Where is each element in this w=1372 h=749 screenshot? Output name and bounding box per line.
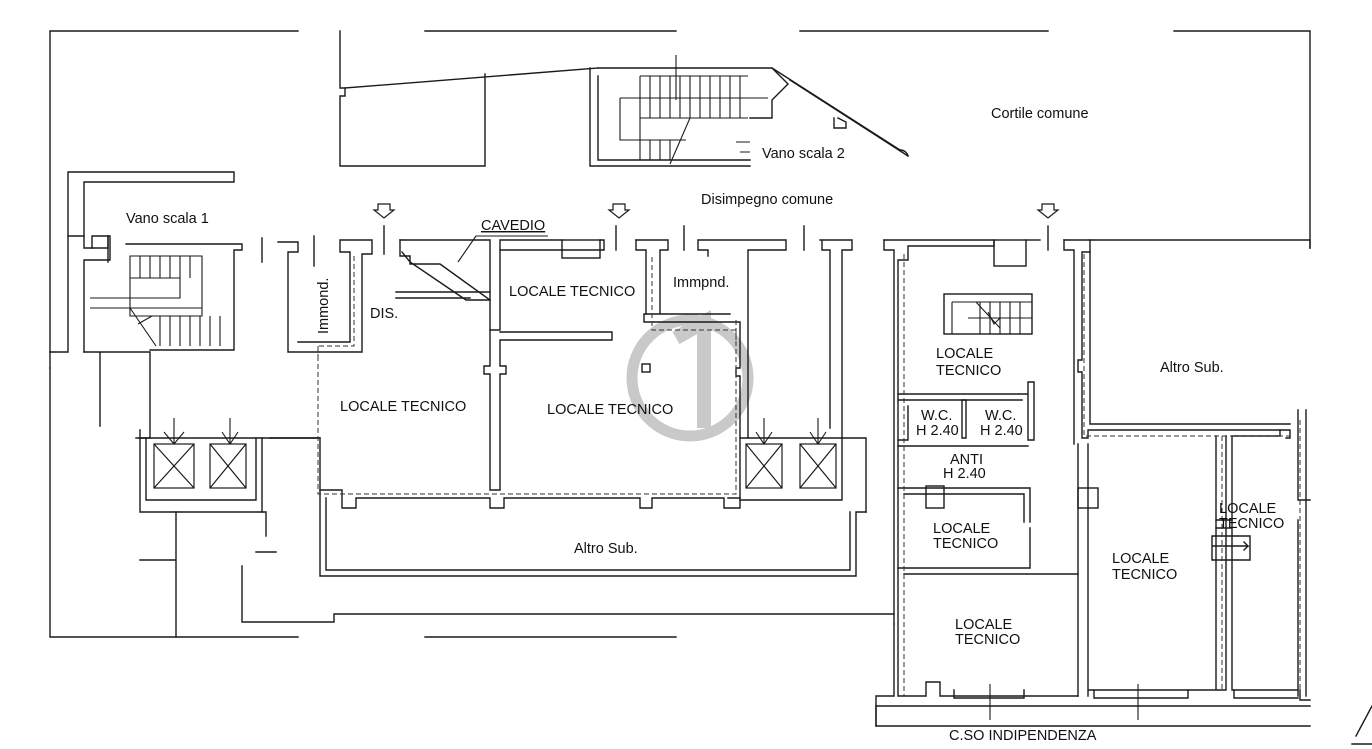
label-locale-tecnico-left: LOCALE TECNICO [340, 399, 466, 415]
stair-1 [49, 171, 243, 439]
label-vano-scala-1: Vano scala 1 [126, 211, 209, 227]
label-immond-2: Immpnd. [673, 275, 729, 291]
label-altro-sub-right: Altro Sub. [1160, 360, 1224, 376]
label-tecnico-3: TECNICO [1112, 567, 1177, 583]
central-block [107, 225, 867, 577]
label-locale-tecnico-cavedio: LOCALE TECNICO [509, 284, 635, 300]
stair-3 [943, 293, 1033, 335]
label-tecnico-4: TECNICO [1219, 516, 1284, 532]
label-tecnico-2: TECNICO [933, 536, 998, 552]
watermark-logo [626, 309, 754, 442]
fixture-square [641, 363, 651, 373]
entrance-arrows [372, 203, 1060, 251]
label-cortile-comune: Cortile comune [991, 106, 1089, 122]
central-dashed [317, 256, 737, 495]
lift-core-right [739, 418, 843, 501]
label-tecnico-5: TECNICO [955, 632, 1020, 648]
label-tecnico-1: TECNICO [936, 363, 1001, 379]
label-wc-1: W.C. [921, 408, 952, 424]
label-locale-1: LOCALE [936, 346, 994, 362]
label-anti: ANTI [950, 452, 983, 468]
corridor [875, 705, 1372, 745]
label-street: C.SO INDIPENDENZA [949, 728, 1097, 744]
right-block [875, 239, 1311, 727]
label-locale-2: LOCALE [933, 521, 991, 537]
lift-core-left [139, 418, 895, 638]
label-altro-sub-bottom: Altro Sub. [574, 541, 638, 557]
label-locale-tecnico-center: LOCALE TECNICO [547, 402, 673, 418]
cavedio-leader [457, 235, 548, 263]
label-locale-5: LOCALE [955, 617, 1013, 633]
outer-boundary [49, 30, 1311, 638]
right-dashed [903, 254, 1301, 696]
label-wc-1-height: H 2.40 [916, 423, 959, 439]
label-wc-2-height: H 2.40 [980, 423, 1023, 439]
label-vano-scala-2: Vano scala 2 [762, 146, 845, 162]
label-wc-2: W.C. [985, 408, 1016, 424]
label-locale-3: LOCALE [1112, 551, 1170, 567]
stair-2 [589, 55, 789, 167]
label-locale-4: LOCALE [1219, 501, 1277, 517]
label-cavedio: CAVEDIO [481, 218, 545, 234]
label-anti-height: H 2.40 [943, 466, 986, 482]
label-disimpegno-comune: Disimpegno comune [701, 192, 833, 208]
label-immond-1: Immond. [316, 278, 332, 334]
label-dis: DIS. [370, 306, 398, 322]
